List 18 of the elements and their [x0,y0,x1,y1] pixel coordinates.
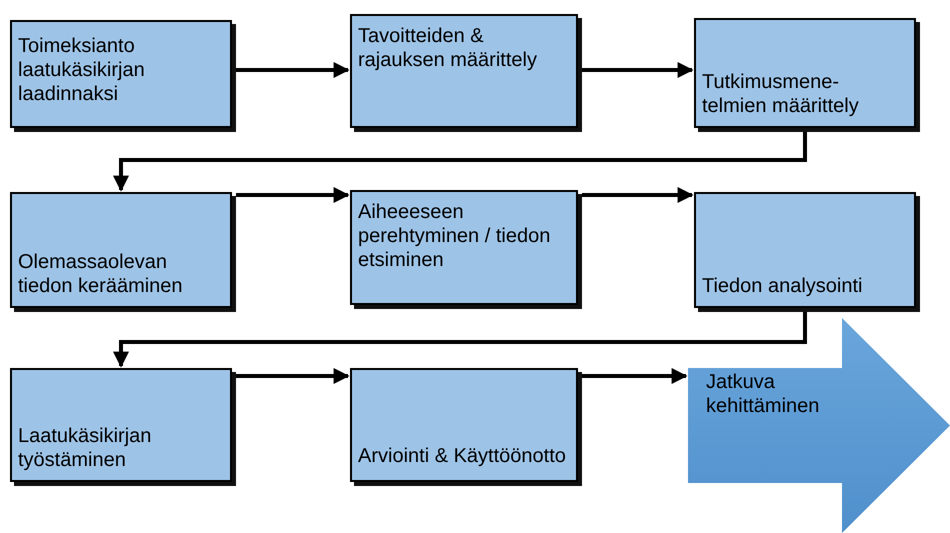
step-label: Arviointi & Käyttöönotto [358,444,567,468]
arrow [236,62,350,78]
arrow [236,187,350,203]
arrow [236,368,350,384]
step-label: Tavoitteiden & rajauksen määrittely [358,24,538,72]
arrow [113,312,807,368]
big-arrow-shape [688,318,950,533]
step-label: Tiedon analysointi [702,274,864,298]
arrow [582,368,688,384]
arrow [582,187,694,203]
arrow [582,62,694,78]
step-label: Tutkimusmene- telmien määrittely [702,70,860,118]
step-label: Laatukäsikirjan työstäminen [18,424,152,472]
step-label: Olemassaolevan tiedon kerääminen [18,250,184,298]
step-label: Jatkuva kehittäminen [706,370,820,418]
step-label: Toimeksianto laatukäsikirjan laadinnaksi [18,34,146,106]
step-label: Aiheeeseen perehtyminen / tiedon etsiminen [358,200,552,272]
arrow [113,132,807,192]
